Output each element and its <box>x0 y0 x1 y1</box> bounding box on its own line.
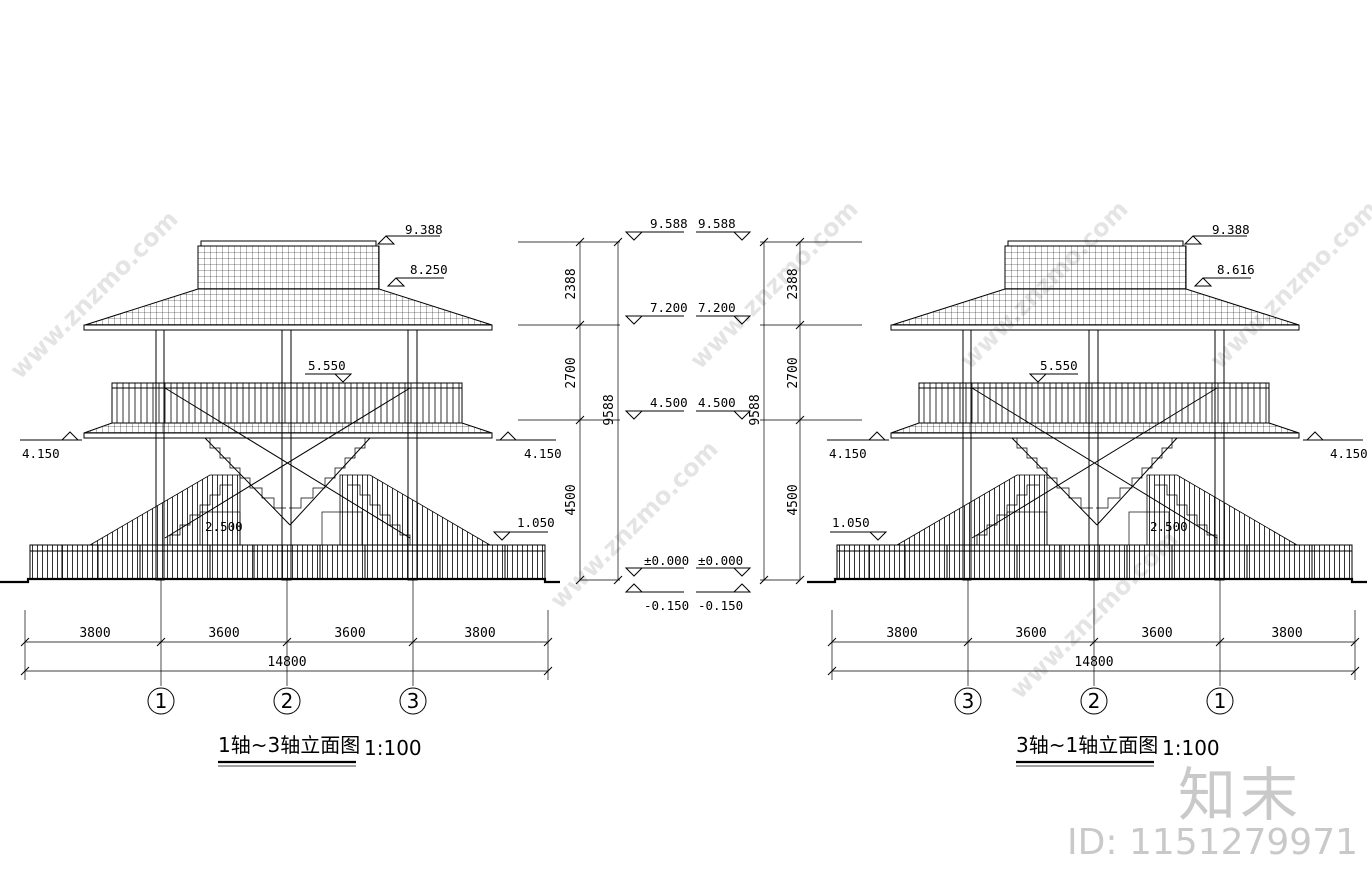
section-dim-total: 9588 <box>602 394 617 425</box>
left-axis-1: 1 <box>155 689 168 713</box>
section-level-9588-r: 9.588 <box>698 216 736 231</box>
section-dim-2388: 2388 <box>564 268 579 299</box>
left-span-4: 3800 <box>464 626 495 641</box>
left-span-1: 3800 <box>79 626 110 641</box>
section-level-0: ±0.000 <box>644 553 689 568</box>
section-level-4500-r: 4.500 <box>698 395 736 410</box>
right-span-3: 3600 <box>1141 626 1172 641</box>
left-level-stair-landing: 2.500 <box>205 519 243 534</box>
left-scale: 1:100 <box>364 736 422 760</box>
right-axis-2: 2 <box>1088 689 1101 713</box>
left-span-3: 3600 <box>334 626 365 641</box>
section-dim-4500-r: 4500 <box>786 484 801 515</box>
watermark-brand: 知末 <box>1177 761 1302 829</box>
right-level-roof-top: 9.388 <box>1212 222 1250 237</box>
section-dim-2700-r: 2700 <box>786 357 801 388</box>
right-elevation: 3800 3600 3600 3800 14800 3 2 1 9.388 8.… <box>805 222 1369 767</box>
left-axis-3: 3 <box>407 689 420 713</box>
section-level-neg-r: -0.150 <box>698 598 743 613</box>
right-title: 3轴~1轴立面图 <box>1016 733 1158 757</box>
left-level-eave-left: 4.150 <box>22 446 60 461</box>
section-dimensions: 2388 2700 4500 9588 9.588 7.200 4.500 ±0… <box>518 216 862 613</box>
section-level-7200: 7.200 <box>650 300 688 315</box>
right-total: 14800 <box>1074 655 1113 670</box>
left-level-balcony: 5.550 <box>308 358 346 373</box>
right-level-balcony: 5.550 <box>1040 358 1078 373</box>
right-level-stair-landing: 2.500 <box>1150 519 1188 534</box>
svg-text:www.znzmo.com: www.znzmo.com <box>4 205 183 384</box>
right-level-roof-eave: 8.616 <box>1217 262 1255 277</box>
left-level-roof-top: 9.388 <box>405 222 443 237</box>
section-level-neg: -0.150 <box>644 598 689 613</box>
svg-text:www.znzmo.com: www.znzmo.com <box>544 435 723 614</box>
left-span-2: 3600 <box>208 626 239 641</box>
left-elevation: 3800 3600 3600 3800 14800 1 2 3 9.388 8.… <box>0 222 562 767</box>
right-level-eave-right: 4.150 <box>1330 446 1368 461</box>
section-dim-2700: 2700 <box>564 357 579 388</box>
right-axis-3: 3 <box>962 689 975 713</box>
section-level-0-r: ±0.000 <box>698 553 743 568</box>
right-level-platform: 1.050 <box>832 515 870 530</box>
right-span-4: 3800 <box>1271 626 1302 641</box>
left-level-roof-eave: 8.250 <box>410 262 448 277</box>
right-axis-1: 1 <box>1214 689 1227 713</box>
right-scale: 1:100 <box>1162 736 1220 760</box>
section-level-4500: 4.500 <box>650 395 688 410</box>
section-level-9588: 9.588 <box>650 216 688 231</box>
left-total: 14800 <box>267 655 306 670</box>
section-level-7200-r: 7.200 <box>698 300 736 315</box>
watermark-id: ID: 1151279971 <box>1067 822 1358 863</box>
section-dim-2388-r: 2388 <box>786 268 801 299</box>
section-dim-total-r: 9588 <box>748 394 763 425</box>
section-dim-4500: 4500 <box>564 484 579 515</box>
right-span-1: 3800 <box>886 626 917 641</box>
left-axis-2: 2 <box>281 689 294 713</box>
left-level-platform: 1.050 <box>517 515 555 530</box>
left-title: 1轴~3轴立面图 <box>218 733 360 757</box>
left-level-eave-right: 4.150 <box>524 446 562 461</box>
right-level-eave-left: 4.150 <box>829 446 867 461</box>
right-span-2: 3600 <box>1015 626 1046 641</box>
